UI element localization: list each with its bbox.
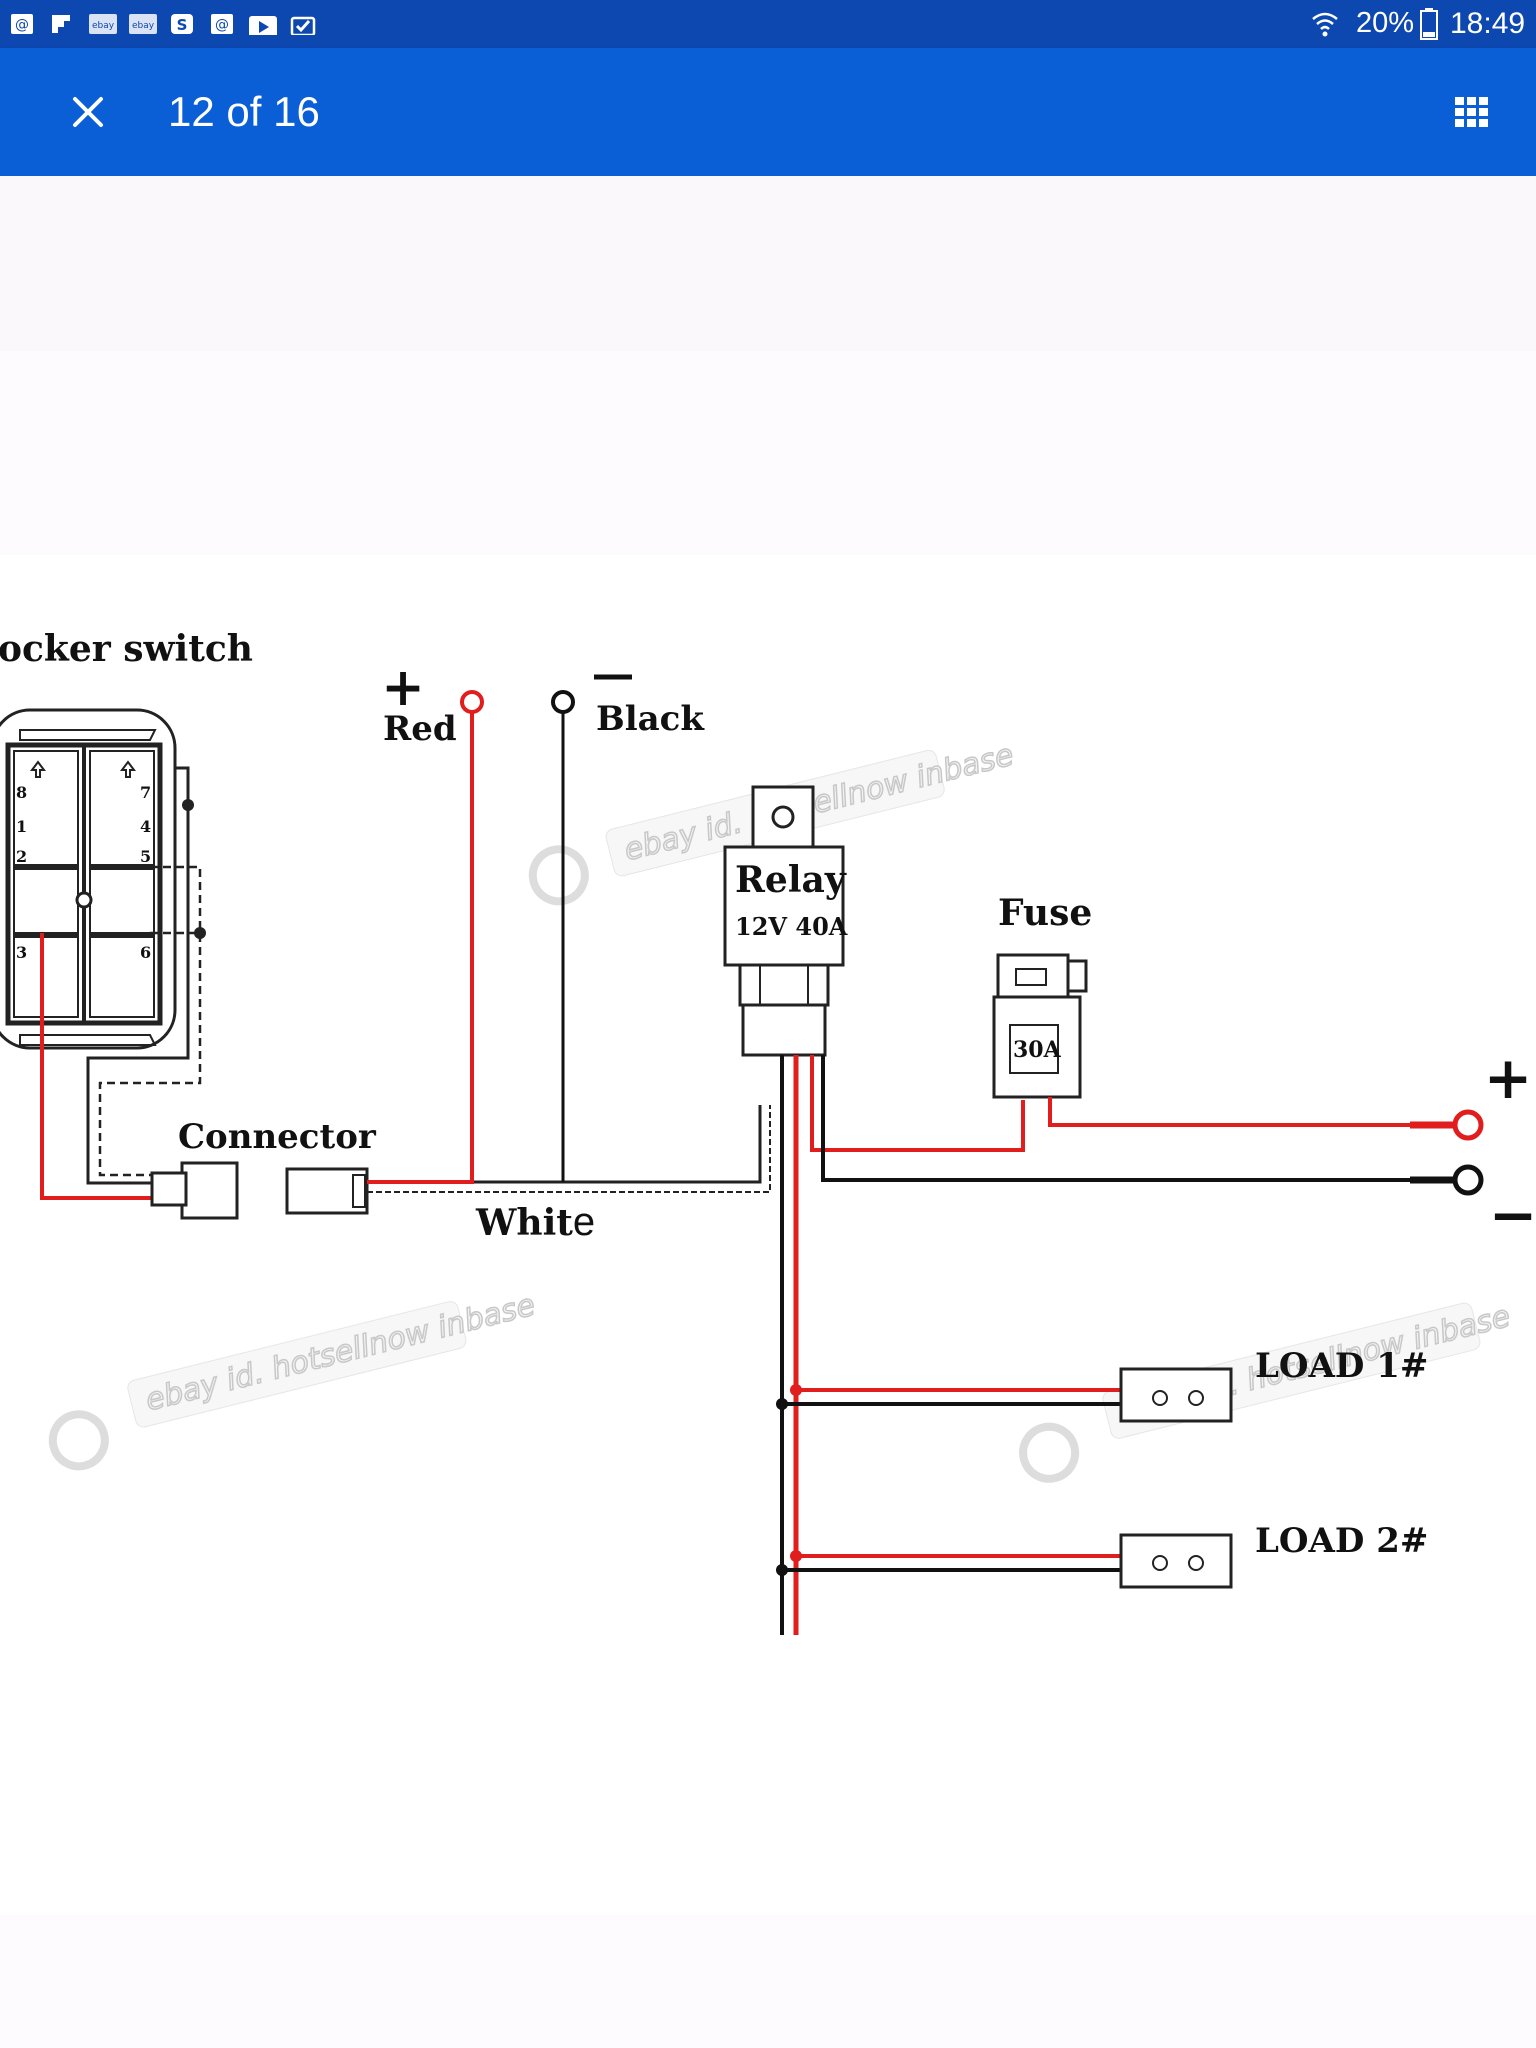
svg-text:S: S: [177, 16, 188, 34]
relay: Relay 12V 40A: [723, 785, 848, 1057]
connector-label: Connector: [178, 1117, 377, 1157]
battery-plus-sign: +: [1484, 1044, 1533, 1112]
up-arrow-icon: [120, 760, 136, 778]
battery-icon: [1420, 8, 1438, 40]
pin-label: 6: [140, 943, 151, 962]
up-arrow-icon: [30, 760, 46, 778]
wiring-diagram-image[interactable]: ebay id. hotsellnow inbase ebay id. hots…: [0, 555, 1536, 1915]
watermark: ebay id. hotsellnow inbase: [48, 1287, 539, 1471]
task-icon: [290, 16, 316, 35]
rocker-switch: 8 7 1 4 2 5 3 6: [0, 708, 177, 1050]
gallery-app-bar: 12 of 16: [0, 48, 1536, 176]
svg-text:@: @: [15, 17, 29, 33]
pin-label: 7: [140, 783, 151, 802]
black-wire-label: Black: [596, 699, 705, 739]
relay-spec-label: 12V 40A: [735, 912, 848, 941]
skype-icon: S: [171, 14, 193, 34]
plus-sign: +: [381, 657, 425, 718]
load-1-label: LOAD 1#: [1255, 1346, 1428, 1386]
red-wire-label: Red: [383, 709, 457, 749]
white-wire-label-main: Whit: [475, 1202, 573, 1244]
pin-label: 1: [16, 817, 27, 836]
connector: [150, 1161, 369, 1220]
fuse-label: Fuse: [998, 892, 1092, 934]
play-store-icon: [249, 16, 277, 35]
pin-label: 4: [140, 817, 151, 836]
pin-label: 3: [16, 943, 27, 962]
grid-icon: [1455, 97, 1488, 127]
white-wire-label: White: [475, 1200, 595, 1244]
load-1: [1119, 1367, 1233, 1423]
wifi-icon: [1312, 12, 1338, 37]
white-wire-label-end: e: [573, 1200, 595, 1244]
fuse-rating-label: 30A: [1013, 1037, 1062, 1063]
ebay-text: ebay: [132, 21, 155, 31]
pin-label: 8: [16, 783, 27, 802]
flipboard-icon: [52, 15, 70, 33]
pin-label: 2: [16, 847, 27, 866]
pin-label: 5: [140, 847, 151, 866]
battery-percent: 20%: [1356, 7, 1415, 39]
clock: 18:49: [1450, 7, 1526, 40]
ebay-text: ebay: [92, 21, 115, 31]
fuse: 30A: [992, 953, 1088, 1099]
load-2-label: LOAD 2#: [1255, 1521, 1428, 1561]
rocker-switch-title: ocker switch: [0, 628, 253, 670]
relay-label: Relay: [735, 859, 847, 901]
ebay-icon: ebay: [89, 14, 117, 34]
wiring-diagram: ebay id. hotsellnow inbase ebay id. hots…: [0, 628, 1536, 1635]
load-2: [1119, 1533, 1233, 1589]
ebay-icon: ebay: [129, 14, 157, 34]
image-strip-background: [0, 176, 1536, 351]
close-button[interactable]: [56, 88, 120, 136]
image-counter: 12 of 16: [168, 88, 320, 135]
email-icon: @: [11, 14, 33, 34]
battery-minus-sign: −: [1489, 1181, 1536, 1249]
close-icon: [73, 97, 103, 127]
email-icon: @: [211, 14, 233, 34]
status-bar: @ ebay ebay S @ 20% 18:49: [0, 0, 1536, 48]
grid-view-button[interactable]: [1448, 88, 1496, 136]
svg-text:@: @: [215, 17, 229, 33]
watermark-text: ebay id. hotsellnow inbase: [142, 1288, 538, 1419]
